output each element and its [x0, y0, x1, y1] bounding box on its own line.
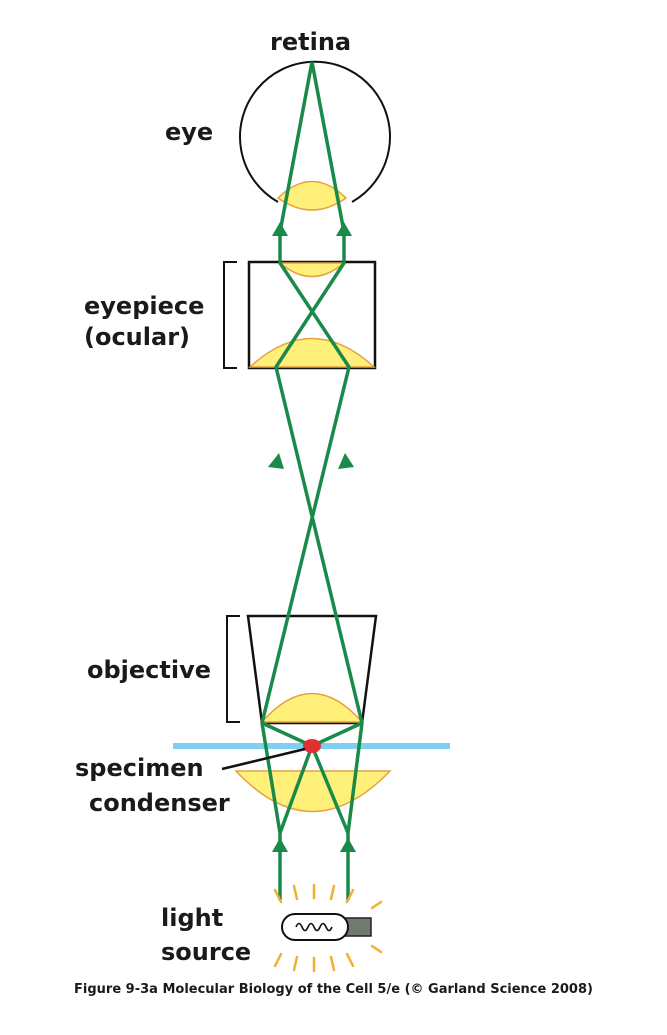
objective-lens [260, 692, 364, 723]
source-label: source [161, 938, 252, 966]
objective-label: objective [87, 656, 212, 684]
eyepiece-label: eyepiece [84, 292, 205, 320]
ray-arrows [268, 222, 356, 852]
eye-outline [239, 60, 391, 203]
eye-lens [276, 180, 348, 211]
eyepiece-field-lens [248, 337, 376, 368]
objective-bracket [226, 615, 240, 723]
specimen-dot [303, 739, 321, 753]
ocular-label: (ocular) [84, 323, 190, 351]
arrow-icon [340, 838, 356, 852]
arrow-icon [272, 838, 288, 852]
eye-label: eye [165, 118, 214, 146]
bulb-filament [295, 922, 333, 932]
bulb-glass [281, 913, 349, 941]
retina-label: retina [270, 28, 352, 56]
ray-diverge-right [311, 721, 363, 748]
figure-caption: Figure 9-3a Molecular Biology of the Cel… [74, 982, 593, 997]
arrow-icon [272, 222, 288, 236]
light-label: light [161, 904, 224, 932]
ray-diverge-left [261, 721, 313, 748]
condenser-lens [234, 770, 392, 813]
light-source [273, 883, 383, 973]
ray-converge-right [310, 745, 350, 834]
ray-converge-left [278, 745, 314, 834]
arrow-icon [338, 453, 354, 469]
eyepiece-bracket [223, 261, 237, 369]
arrow-icon [336, 222, 352, 236]
arrow-icon [268, 453, 284, 469]
condenser-label: condenser [89, 789, 230, 817]
specimen-label: specimen [75, 754, 204, 782]
specimen-pointer [221, 747, 306, 771]
light-glow [273, 883, 383, 973]
eyepiece-tube [247, 260, 377, 370]
